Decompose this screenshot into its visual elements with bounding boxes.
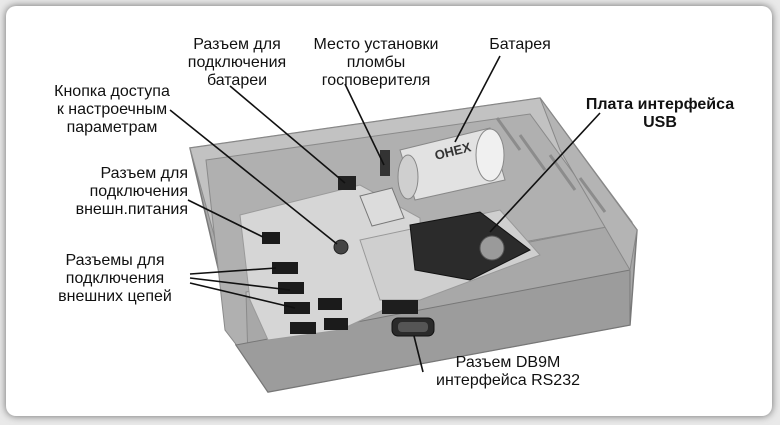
label-settings-button: Кнопка доступа к настроечным параметрам xyxy=(54,83,170,136)
label-battery: Батарея xyxy=(489,36,551,53)
label-seal-place: Место установки пломбы госповерителя xyxy=(313,36,439,89)
ext-power-connector xyxy=(262,232,280,244)
settings-button xyxy=(333,239,349,255)
label-db9m-connector: Разъем DB9M интерфейса RS232 xyxy=(436,354,580,389)
housing-ribs xyxy=(495,117,607,213)
board-chip xyxy=(382,300,418,314)
seal-pin xyxy=(380,150,390,176)
seal-block xyxy=(359,187,405,227)
battery-shape xyxy=(397,127,506,201)
usb-board-component xyxy=(479,235,505,261)
housing-right-wall xyxy=(539,97,638,272)
label-ext-power-connector: Разъем для подключения внешн.питания xyxy=(75,165,188,218)
leader-lines xyxy=(169,55,601,373)
label-ext-circuits-connectors: Разъемы для подключения внешних цепей xyxy=(58,252,172,305)
usb-board xyxy=(409,211,531,281)
ext-circuit-terminals xyxy=(272,262,348,334)
battery-connector xyxy=(338,176,356,190)
db9m-connector-shape xyxy=(391,317,435,337)
label-battery-connector: Разъем для подключения батареи xyxy=(187,36,287,89)
label-usb-board: Плата интерфейса USB xyxy=(585,96,735,131)
